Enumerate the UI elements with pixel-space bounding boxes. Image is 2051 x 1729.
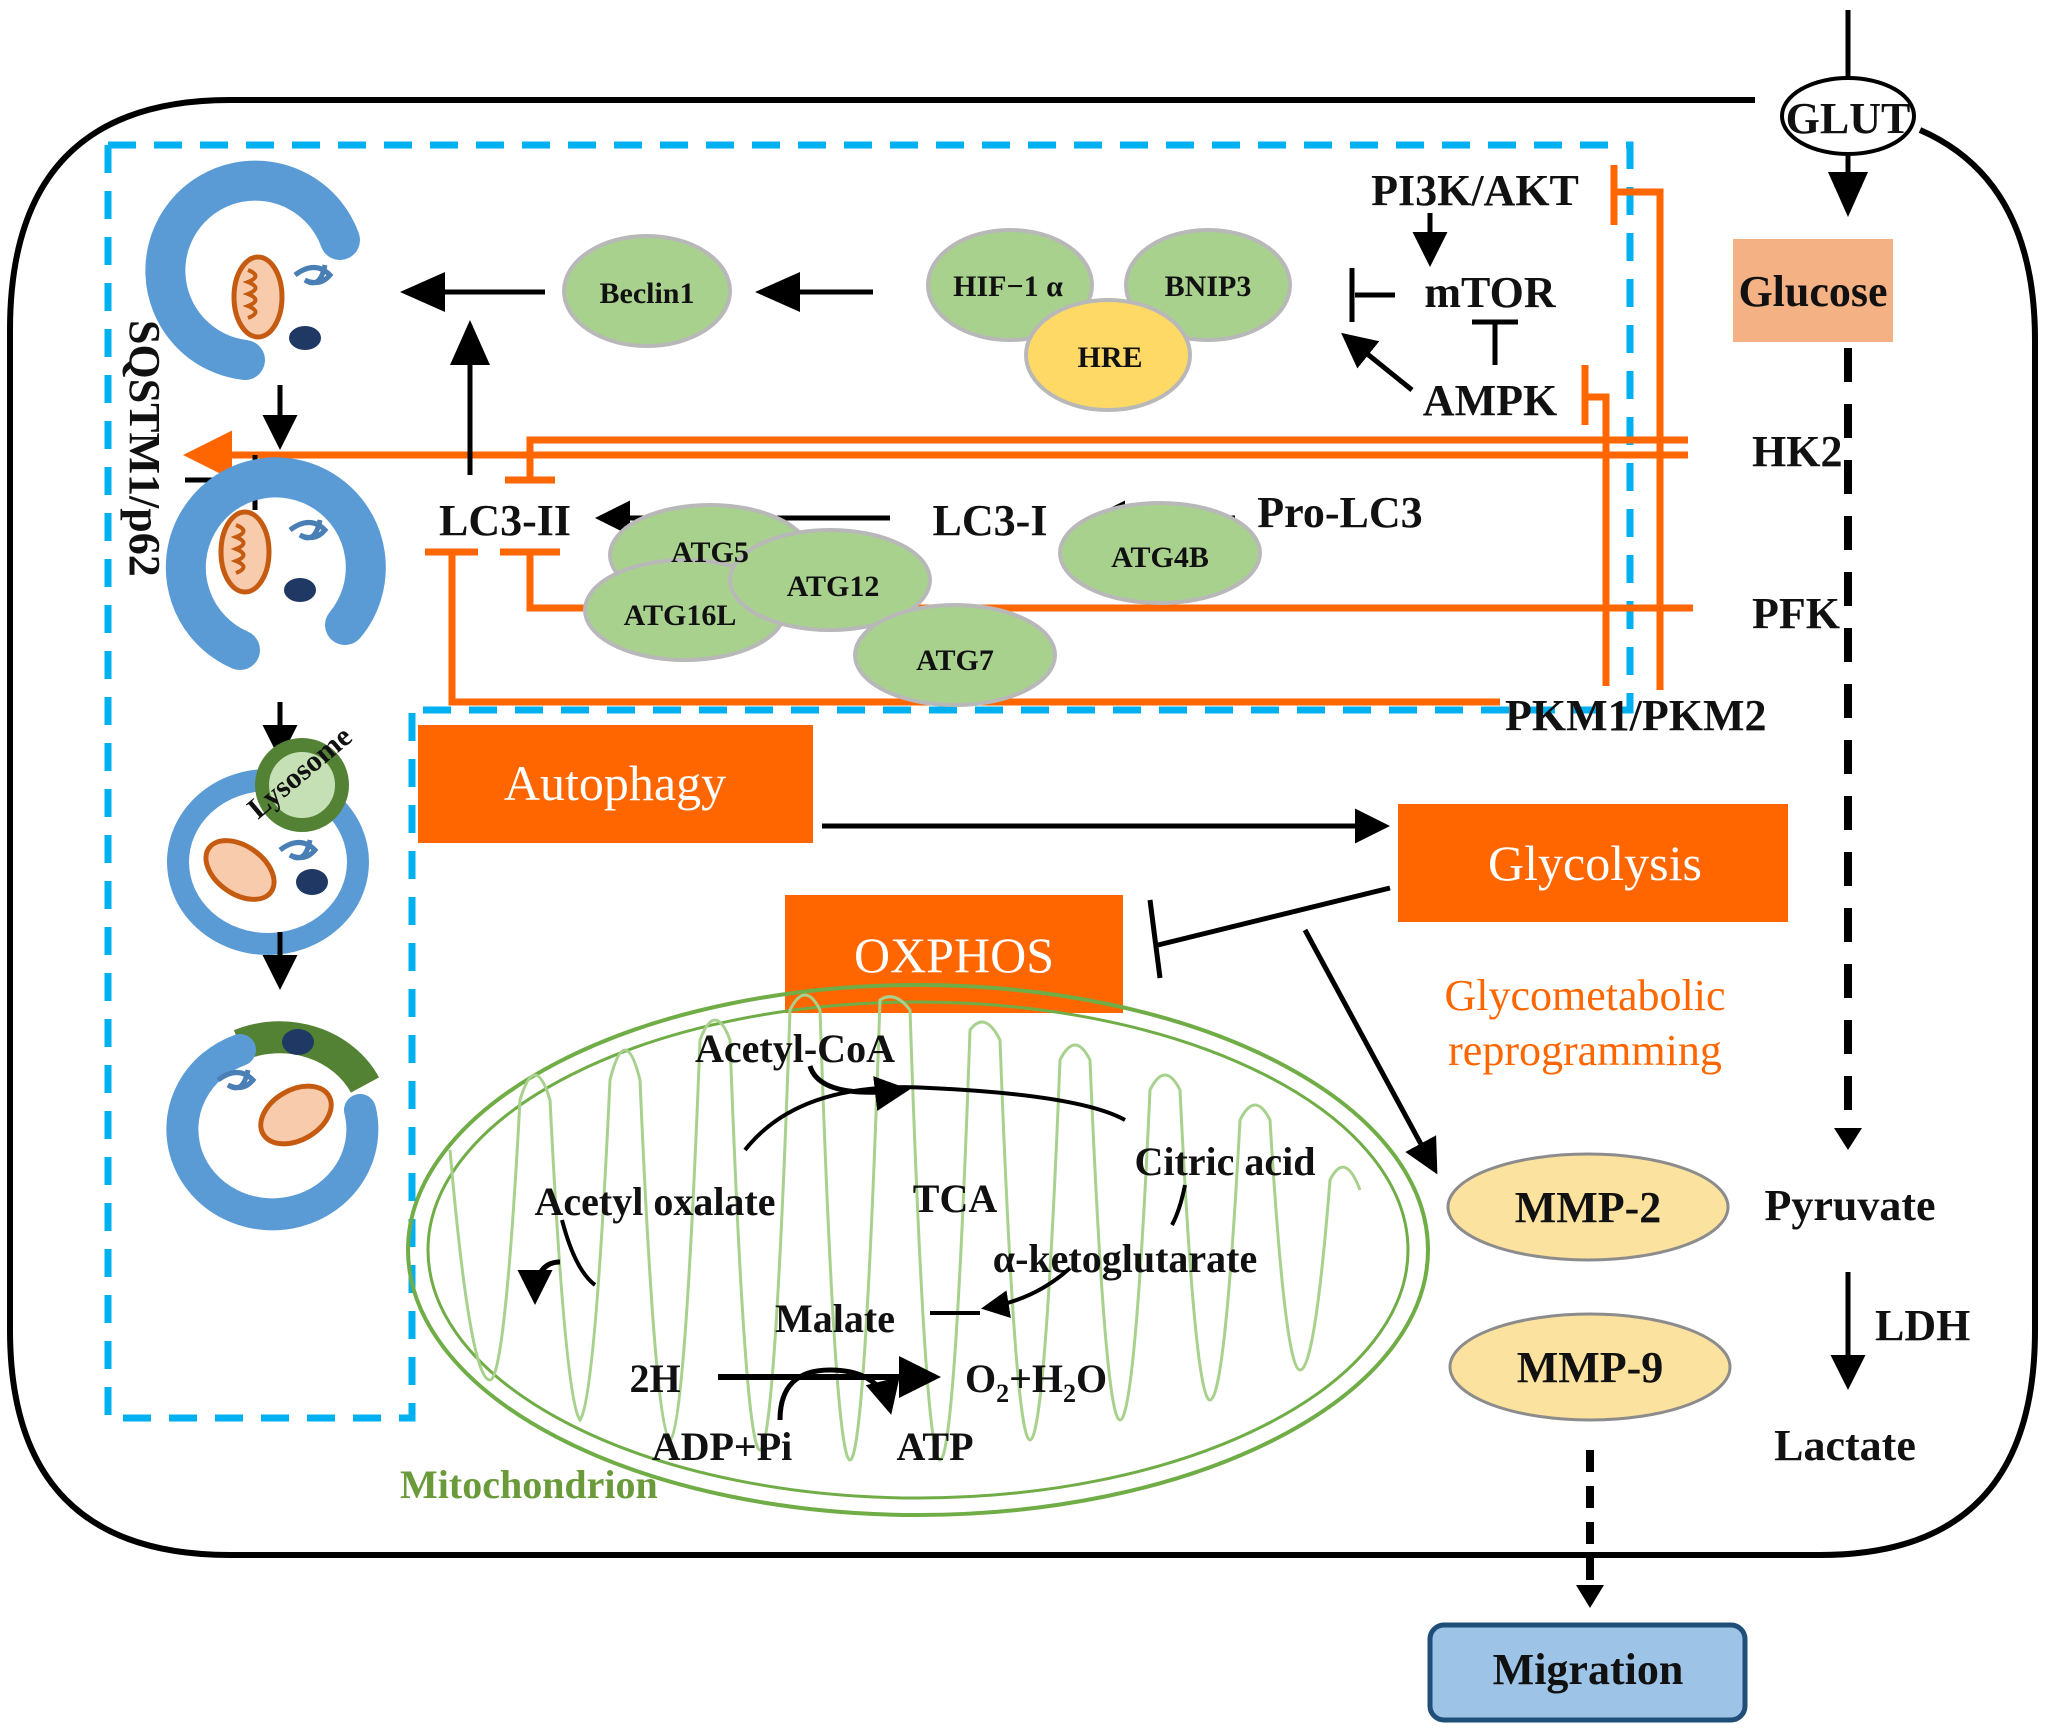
glycolysis-inhibits-oxphos (1147, 885, 1391, 979)
mtor-label: mTOR (1424, 268, 1556, 317)
tca-label: TCA (913, 1176, 998, 1221)
atg16l-label: ATG16L (624, 599, 737, 632)
ampk-inhibits-mtor (1472, 319, 1518, 365)
acetyl-coa-label: Acetyl-CoA (695, 1026, 895, 1071)
mmp9-label: MMP-9 (1517, 1343, 1664, 1392)
autophagy-box-label: Autophagy (504, 755, 726, 811)
mmp2-label: MMP-2 (1515, 1183, 1662, 1232)
autophagy-box (418, 725, 813, 843)
atg5-label: ATG5 (671, 536, 749, 569)
hk2-label: HK2 (1752, 427, 1842, 476)
adp-pi-label: ADP+Pi (652, 1424, 793, 1469)
atg4b-label: ATG4B (1111, 541, 1209, 574)
akg-label: α-ketoglutarate (993, 1236, 1257, 1281)
beclin1-label: Beclin1 (600, 277, 695, 310)
hif1a-node (926, 228, 1094, 342)
mtor-inhibit-symbol (1349, 268, 1395, 322)
glut-transporter: GLUT (1780, 10, 1916, 217)
oxphos-box (785, 895, 1123, 1013)
pkm1-pkm2-label: PKM1/PKM2 (1505, 691, 1767, 740)
phagophore-stage-1 (145, 160, 360, 380)
pfk-label: PFK (1752, 589, 1840, 638)
hk2-pfk-pkm-inhibition-lines (183, 165, 1693, 706)
atg12-label: ATG12 (787, 570, 880, 603)
atg7-node (853, 603, 1057, 707)
sqstm1-p62-label: SQSTM1/p62 (120, 320, 169, 577)
glyco-reprog-line2: reprogramming (1448, 1026, 1722, 1075)
migration-label: Migration (1493, 1645, 1684, 1694)
glycolysis-box-label: Glycolysis (1488, 835, 1702, 891)
autophagy-region-top (108, 141, 1634, 714)
atp-label: ATP (896, 1424, 973, 1469)
pyruvate-label: Pyruvate (1764, 1181, 1935, 1230)
hif1a-label: HIF−1 α (953, 270, 1063, 303)
mmp2-node (1446, 1152, 1730, 1262)
mitochondrion-label: Mitochondrion (400, 1462, 658, 1507)
lactate-label: Lactate (1774, 1421, 1916, 1470)
atg12-node (728, 528, 932, 632)
hre-label: HRE (1077, 341, 1142, 374)
oxphos-box-label: OXPHOS (854, 927, 1054, 983)
cell-membrane (7, 97, 2038, 1558)
citric-acid-label: Citric acid (1134, 1139, 1315, 1184)
o2-h2o-label: O2+H2O (965, 1356, 1107, 1408)
glut-label: GLUT (1786, 94, 1911, 143)
tca-cycle: Acetyl-CoA Citric acid Acetyl oxalate TC… (517, 1026, 1316, 1469)
atg4b-node (1058, 501, 1262, 605)
pi3k-akt-label: PI3K/AKT (1371, 166, 1579, 215)
atg7-label: ATG7 (916, 644, 994, 677)
lc3-ii-label: LC3-II (439, 496, 571, 545)
2h-label: 2H (629, 1356, 680, 1401)
phagophore-stage-2 (165, 457, 386, 670)
glyco-reprog-line1: Glycometabolic (1444, 971, 1725, 1020)
pro-lc3-label: Pro-LC3 (1257, 488, 1422, 537)
lysosome-icon (255, 738, 349, 832)
lc3-i-label: LC3-I (933, 496, 1048, 545)
glycolysis-to-mmp-arrow (1302, 928, 1438, 1175)
glucose-box (1733, 239, 1893, 342)
acetyl-oxalate-label: Acetyl oxalate (534, 1179, 775, 1224)
hre-node (1024, 298, 1192, 412)
ampk-label: AMPK (1423, 376, 1557, 425)
malate-label: Malate (775, 1296, 895, 1341)
glycolysis-box (1398, 804, 1788, 922)
autolysosome-stage-3: Lysosome (167, 720, 369, 955)
degradation-stage-4 (166, 1021, 380, 1231)
mitochondrion (406, 983, 1430, 1517)
migration-box (1427, 1622, 1748, 1723)
bnip3-label: BNIP3 (1165, 270, 1252, 303)
bnip3-node (1124, 228, 1292, 342)
ldh-label: LDH (1875, 1301, 1970, 1350)
mmp9-node (1448, 1312, 1732, 1422)
glucose-label: Glucose (1738, 267, 1887, 316)
beclin1-node (562, 234, 732, 348)
